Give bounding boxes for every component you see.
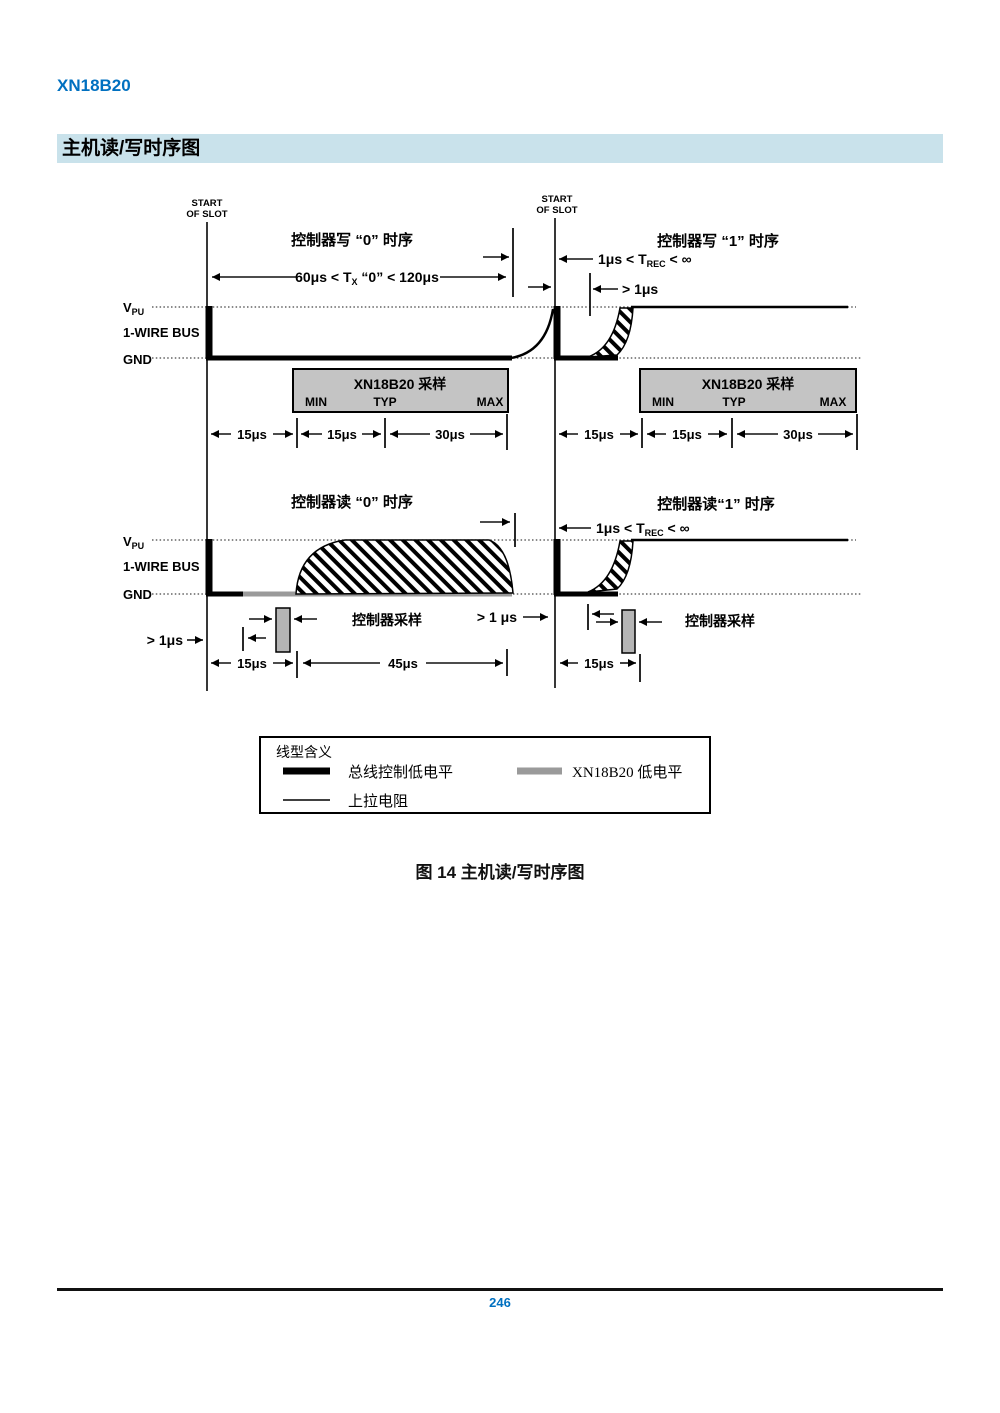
read-zero-slot: 控制器读 “0” 时序 > 1μs 控制器采样 > 1 μs 15μs 4 [147, 493, 548, 678]
wire-bus-label: 1-WIRE BUS [123, 325, 200, 340]
legend-device-low-label: XN18B20 低电平 [572, 764, 682, 781]
gnd-label: GND [123, 587, 152, 602]
dim-45us: 45μs [388, 656, 418, 671]
legend-title: 线型含义 [276, 745, 332, 761]
reference-dotted-lines [152, 306, 862, 595]
tx0-range-label: 60μs < TX “0” < 120μs [295, 269, 439, 287]
dim-15us: 15μs [327, 427, 357, 442]
timing-diagram: START OF SLOT START OF SLOT VPU 1-WIRE B… [123, 194, 862, 814]
sample-box-title: XN18B20 采样 [354, 376, 447, 392]
gt1us-label: > 1μs [622, 281, 658, 297]
bus-labels-read: VPU 1-WIRE BUS GND [123, 534, 200, 602]
vpu-label: VPU [123, 300, 144, 317]
sample-box-left: XN18B20 采样 MIN TYP MAX 15μs 15μs 30μs [211, 368, 509, 450]
gt1us-label: > 1 μs [477, 609, 517, 625]
dim-15us: 15μs [584, 656, 614, 671]
line-legend: 线型含义 总线控制低电平 XN18B20 低电平 上拉电阻 [259, 736, 711, 814]
controller-sample-label: 控制器采样 [352, 612, 422, 628]
start-of-slot-label: OF SLOT [536, 205, 577, 216]
legend-pullup-label: 上拉电阻 [348, 793, 408, 810]
release-zone-hatch [587, 540, 634, 593]
master-sample-window [275, 607, 291, 653]
trec-label: 1μs < TREC < ∞ [596, 520, 690, 538]
footer-rule [57, 1288, 943, 1291]
dim-15us: 15μs [237, 427, 267, 442]
legend-bus-low-label: 总线控制低电平 [348, 764, 453, 781]
dim-15us: 15μs [237, 656, 267, 671]
sample-box-right: XN18B20 采样 MIN TYP MAX 15μs 15μs 30μs [559, 368, 858, 450]
typ-label: TYP [722, 395, 745, 409]
master-sample-window [621, 609, 636, 654]
page-number: 246 [489, 1295, 511, 1310]
controller-sample-label: 控制器采样 [685, 613, 755, 629]
trec-label: 1μs < TREC < ∞ [598, 251, 692, 269]
section-title: 主机读/写时序图 [62, 138, 201, 159]
pullup-curve [510, 308, 555, 360]
write-zero-slot: 控制器写 “0” 时序 60μs < TX “0” < 120μs [205, 228, 555, 361]
dim-30us: 30μs [435, 427, 465, 442]
figure-caption: 图 14 主机读/写时序图 [415, 863, 585, 882]
read-one-slot: 控制器读“1” 时序 1μs < TREC < ∞ 控制器采样 15μs [553, 495, 848, 682]
gt1us-label: > 1μs [147, 632, 183, 648]
max-label: MAX [820, 395, 847, 409]
slot-boundaries: START OF SLOT START OF SLOT [186, 194, 578, 691]
min-label: MIN [652, 395, 674, 409]
bus-labels-write: VPU 1-WIRE BUS GND [123, 300, 200, 367]
vpu-label: VPU [123, 534, 144, 551]
section-title-bar: 主机读/写时序图 [57, 134, 943, 163]
doc-title: XN18B20 [57, 76, 131, 95]
min-label: MIN [305, 395, 327, 409]
dim-15us: 15μs [672, 427, 702, 442]
wire-bus-label: 1-WIRE BUS [123, 559, 200, 574]
write-one-slot: 控制器写 “1” 时序 1μs < TREC < ∞ > 1μs [553, 232, 848, 361]
sample-box-title: XN18B20 采样 [702, 376, 795, 392]
write1-title: 控制器写 “1” 时序 [657, 232, 779, 250]
device-hold-zone-hatch [295, 539, 514, 595]
write0-title: 控制器写 “0” 时序 [291, 231, 413, 249]
start-of-slot-label: START [542, 194, 573, 205]
start-of-slot-label: OF SLOT [186, 209, 227, 220]
read0-title: 控制器读 “0” 时序 [291, 493, 413, 511]
gnd-label: GND [123, 352, 152, 367]
max-label: MAX [477, 395, 504, 409]
dim-30us: 30μs [783, 427, 813, 442]
start-of-slot-label: START [192, 198, 223, 209]
typ-label: TYP [373, 395, 396, 409]
dim-15us: 15μs [584, 427, 614, 442]
release-zone-hatch [587, 307, 634, 358]
read1-title: 控制器读“1” 时序 [657, 495, 775, 513]
